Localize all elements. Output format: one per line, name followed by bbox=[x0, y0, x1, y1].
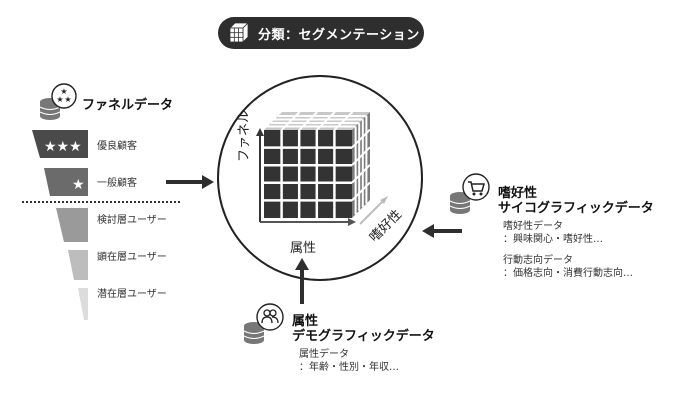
psychographic-item: 嗜好性データ ：興味関心・嗜好性… bbox=[503, 221, 603, 245]
svg-text:★★★: ★★★ bbox=[44, 139, 82, 155]
database-users-icon bbox=[242, 302, 288, 346]
funnel-title: ファネルデータ bbox=[82, 98, 174, 113]
axis-label-attribute: 属性 bbox=[290, 241, 317, 256]
arrow-up-icon bbox=[295, 258, 309, 304]
arrow-left-icon bbox=[422, 224, 462, 238]
tier-label: 顕在層ユーザー bbox=[97, 252, 167, 263]
svg-text:★: ★ bbox=[72, 177, 85, 193]
segmentation-cube bbox=[214, 72, 426, 284]
svg-text:★: ★ bbox=[64, 95, 71, 104]
tier-label: 一般顧客 bbox=[97, 178, 137, 189]
page-title: 分類：セグメンテーション bbox=[258, 27, 420, 43]
database-stars-icon: ★ ★ ★ bbox=[38, 82, 82, 122]
psychographic-item: 行動志向データ ：価格志向・消費行動志向… bbox=[503, 255, 633, 279]
tier-label: 潜在層ユーザー bbox=[97, 289, 167, 300]
svg-text:★: ★ bbox=[56, 95, 63, 104]
title-banner: 分類：セグメンテーション bbox=[218, 17, 424, 49]
funnel-divider bbox=[22, 201, 180, 203]
svg-text:★: ★ bbox=[60, 87, 67, 96]
tier-label: 優良顧客 bbox=[97, 141, 137, 152]
cube-grid-icon bbox=[228, 22, 250, 44]
demographic-title: 属性 デモグラフィックデータ bbox=[292, 314, 435, 344]
demographic-item: 属性データ ：年齢・性別・年収… bbox=[299, 349, 399, 373]
funnel-chart: ★★★ ★ bbox=[30, 130, 92, 320]
database-cart-icon bbox=[448, 172, 494, 216]
axis-label-funnel: ファネル bbox=[237, 109, 252, 162]
tier-label: 検討層ユーザー bbox=[97, 215, 167, 226]
psychographic-title: 嗜好性 サイコグラフィックデータ bbox=[498, 186, 654, 216]
arrow-right-icon bbox=[166, 175, 214, 189]
